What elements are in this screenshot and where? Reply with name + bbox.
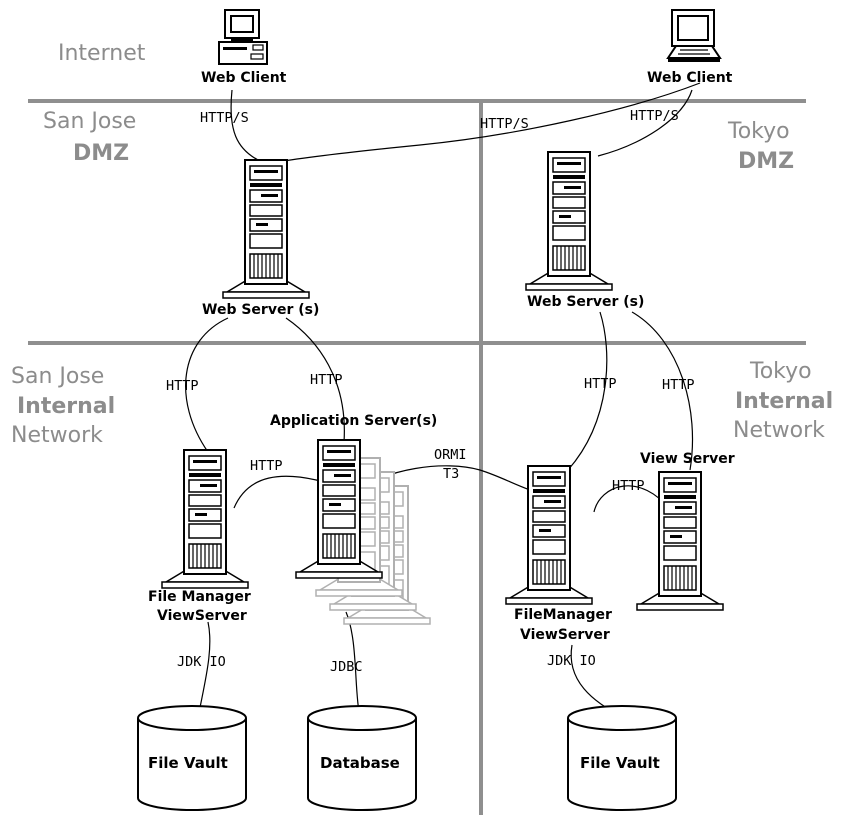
zone-tokyo-internal-line1: Tokyo — [749, 359, 812, 384]
web-server-sj-icon — [222, 159, 310, 299]
conn-client-webserver-tokyo — [597, 89, 693, 157]
file-manager-tokyo-label-2: ViewServer — [520, 627, 610, 643]
web-server-tokyo-label: Web Server (s) — [527, 294, 644, 310]
web-client-left-icon — [218, 9, 268, 65]
protocol-http-fm-app: HTTP — [250, 458, 283, 474]
conn-client-webserver-sj-cross — [271, 82, 701, 164]
application-servers-label: Application Server(s) — [270, 413, 437, 429]
conn-ws-view — [631, 311, 694, 471]
zone-sj-internal-line2: Internal — [17, 394, 115, 419]
conn-client-webserver-sj — [230, 89, 263, 163]
zone-tokyo-dmz-line2: DMZ — [738, 149, 794, 174]
protocol-https-left: HTTP/S — [200, 110, 249, 126]
zone-tokyo-dmz-line1: Tokyo — [727, 119, 790, 144]
zone-internet: Internet — [58, 41, 146, 66]
web-client-left-label: Web Client — [201, 70, 287, 86]
protocol-http-fm-view: HTTP — [612, 478, 645, 494]
conn-ws-fm-sj — [185, 317, 229, 453]
protocol-http-ws-fm-tokyo: HTTP — [584, 376, 617, 392]
web-server-sj-label: Web Server (s) — [202, 302, 319, 318]
zone-sj-dmz-line2: DMZ — [73, 141, 129, 166]
protocol-https-cross: HTTP/S — [480, 116, 529, 132]
file-manager-sj-icon — [161, 449, 249, 589]
protocol-http-ws-app: HTTP — [310, 372, 343, 388]
zone-sj-internal-line3: Network — [11, 423, 103, 448]
database-label: Database — [320, 754, 400, 772]
view-server-label: View Server — [640, 451, 735, 467]
view-server-icon — [636, 471, 724, 611]
zone-sj-dmz-line1: San Jose — [43, 109, 136, 134]
protocol-jdbc: JDBC — [330, 659, 363, 675]
conn-ws-app — [285, 317, 345, 443]
protocol-http-ws-view: HTTP — [662, 377, 695, 393]
conn-ws-fm-tokyo — [567, 311, 608, 471]
protocol-jdk-io-tokyo: JDK IO — [547, 653, 596, 669]
protocol-jdk-io-sj: JDK IO — [177, 654, 226, 670]
conn-fm-vault-sj — [197, 621, 211, 719]
zone-tokyo-internal-line2: Internal — [735, 389, 833, 414]
file-vault-sj-label: File Vault — [148, 754, 228, 772]
file-manager-tokyo-icon — [505, 465, 593, 605]
web-client-right-icon — [666, 9, 722, 62]
protocol-https-right: HTTP/S — [630, 108, 679, 124]
zone-sj-internal-line1: San Jose — [11, 364, 104, 389]
zone-tokyo-internal-line3: Network — [733, 418, 825, 443]
file-manager-sj-label-2: ViewServer — [157, 608, 247, 624]
web-server-tokyo-icon — [525, 151, 613, 291]
protocol-http-ws-fm-sj: HTTP — [166, 378, 199, 394]
protocol-ormi: ORMI — [434, 447, 467, 463]
file-manager-tokyo-label-1: FileManager — [514, 607, 612, 623]
file-manager-sj-label-1: File Manager — [148, 589, 251, 605]
file-vault-tokyo-label: File Vault — [580, 754, 660, 772]
protocol-t3: T3 — [443, 466, 459, 482]
web-client-right-label: Web Client — [647, 70, 733, 86]
